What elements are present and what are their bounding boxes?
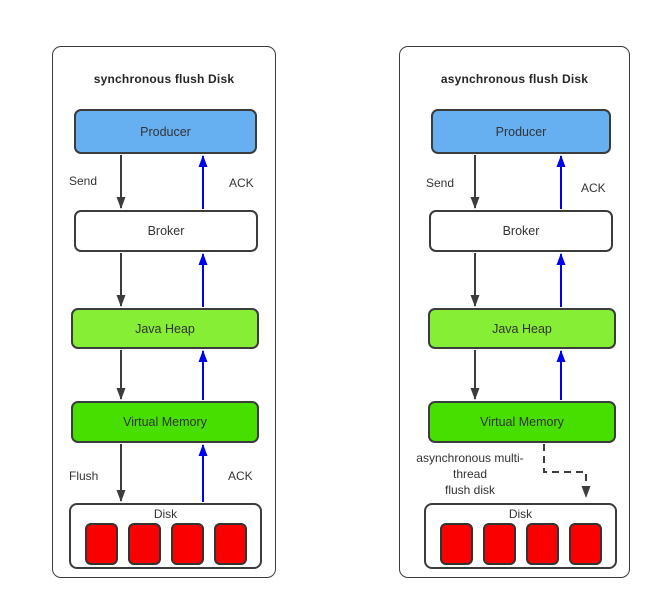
virtual-memory-box: Virtual Memory bbox=[428, 401, 616, 443]
disk-blocks bbox=[439, 523, 602, 565]
broker-box: Broker bbox=[429, 210, 613, 252]
async-flush-dashed-arrow bbox=[543, 444, 591, 498]
java-heap-box: Java Heap bbox=[428, 308, 616, 349]
producer-box: Producer bbox=[431, 109, 611, 154]
disk-block bbox=[439, 523, 473, 565]
broker-label: Broker bbox=[147, 224, 185, 238]
disk-block bbox=[568, 523, 602, 565]
disk-label: Disk bbox=[153, 507, 178, 521]
broker-box: Broker bbox=[74, 210, 258, 252]
disk-blocks bbox=[84, 523, 247, 565]
java-heap-label: Java Heap bbox=[135, 321, 195, 336]
disk-box: Disk bbox=[424, 503, 617, 569]
async-flush-note: asynchronous multi- thread flush disk bbox=[416, 451, 524, 497]
send-label: Send bbox=[426, 176, 455, 190]
ack-top-label: ACK bbox=[581, 181, 606, 195]
send-label: Send bbox=[69, 174, 98, 188]
disk-block bbox=[482, 523, 516, 565]
producer-label: Producer bbox=[140, 124, 191, 139]
flush-label: Flush bbox=[69, 469, 99, 483]
disk-block bbox=[170, 523, 204, 565]
java-heap-box: Java Heap bbox=[71, 308, 259, 349]
async-flush-panel: asynchronous flush Disk Producer Broker … bbox=[399, 46, 630, 578]
disk-block bbox=[525, 523, 559, 565]
async-panel-title: asynchronous flush Disk bbox=[440, 72, 589, 86]
disk-block bbox=[213, 523, 247, 565]
sync-flush-panel: synchronous flush Disk Producer bbox=[52, 46, 276, 578]
disk-label: Disk bbox=[508, 507, 533, 521]
broker-label: Broker bbox=[502, 224, 540, 238]
ack-bottom-label: ACK bbox=[228, 469, 253, 483]
sync-panel-title: synchronous flush Disk bbox=[93, 72, 235, 86]
disk-box: Disk bbox=[69, 503, 262, 569]
producer-box: Producer bbox=[74, 109, 257, 154]
disk-block bbox=[127, 523, 161, 565]
producer-label: Producer bbox=[495, 124, 547, 139]
disk-block bbox=[84, 523, 118, 565]
virtual-memory-label: Virtual Memory bbox=[123, 415, 207, 429]
virtual-memory-label: Virtual Memory bbox=[480, 415, 564, 429]
virtual-memory-box: Virtual Memory bbox=[71, 401, 259, 443]
ack-top-label: ACK bbox=[229, 176, 254, 190]
java-heap-label: Java Heap bbox=[492, 321, 552, 336]
